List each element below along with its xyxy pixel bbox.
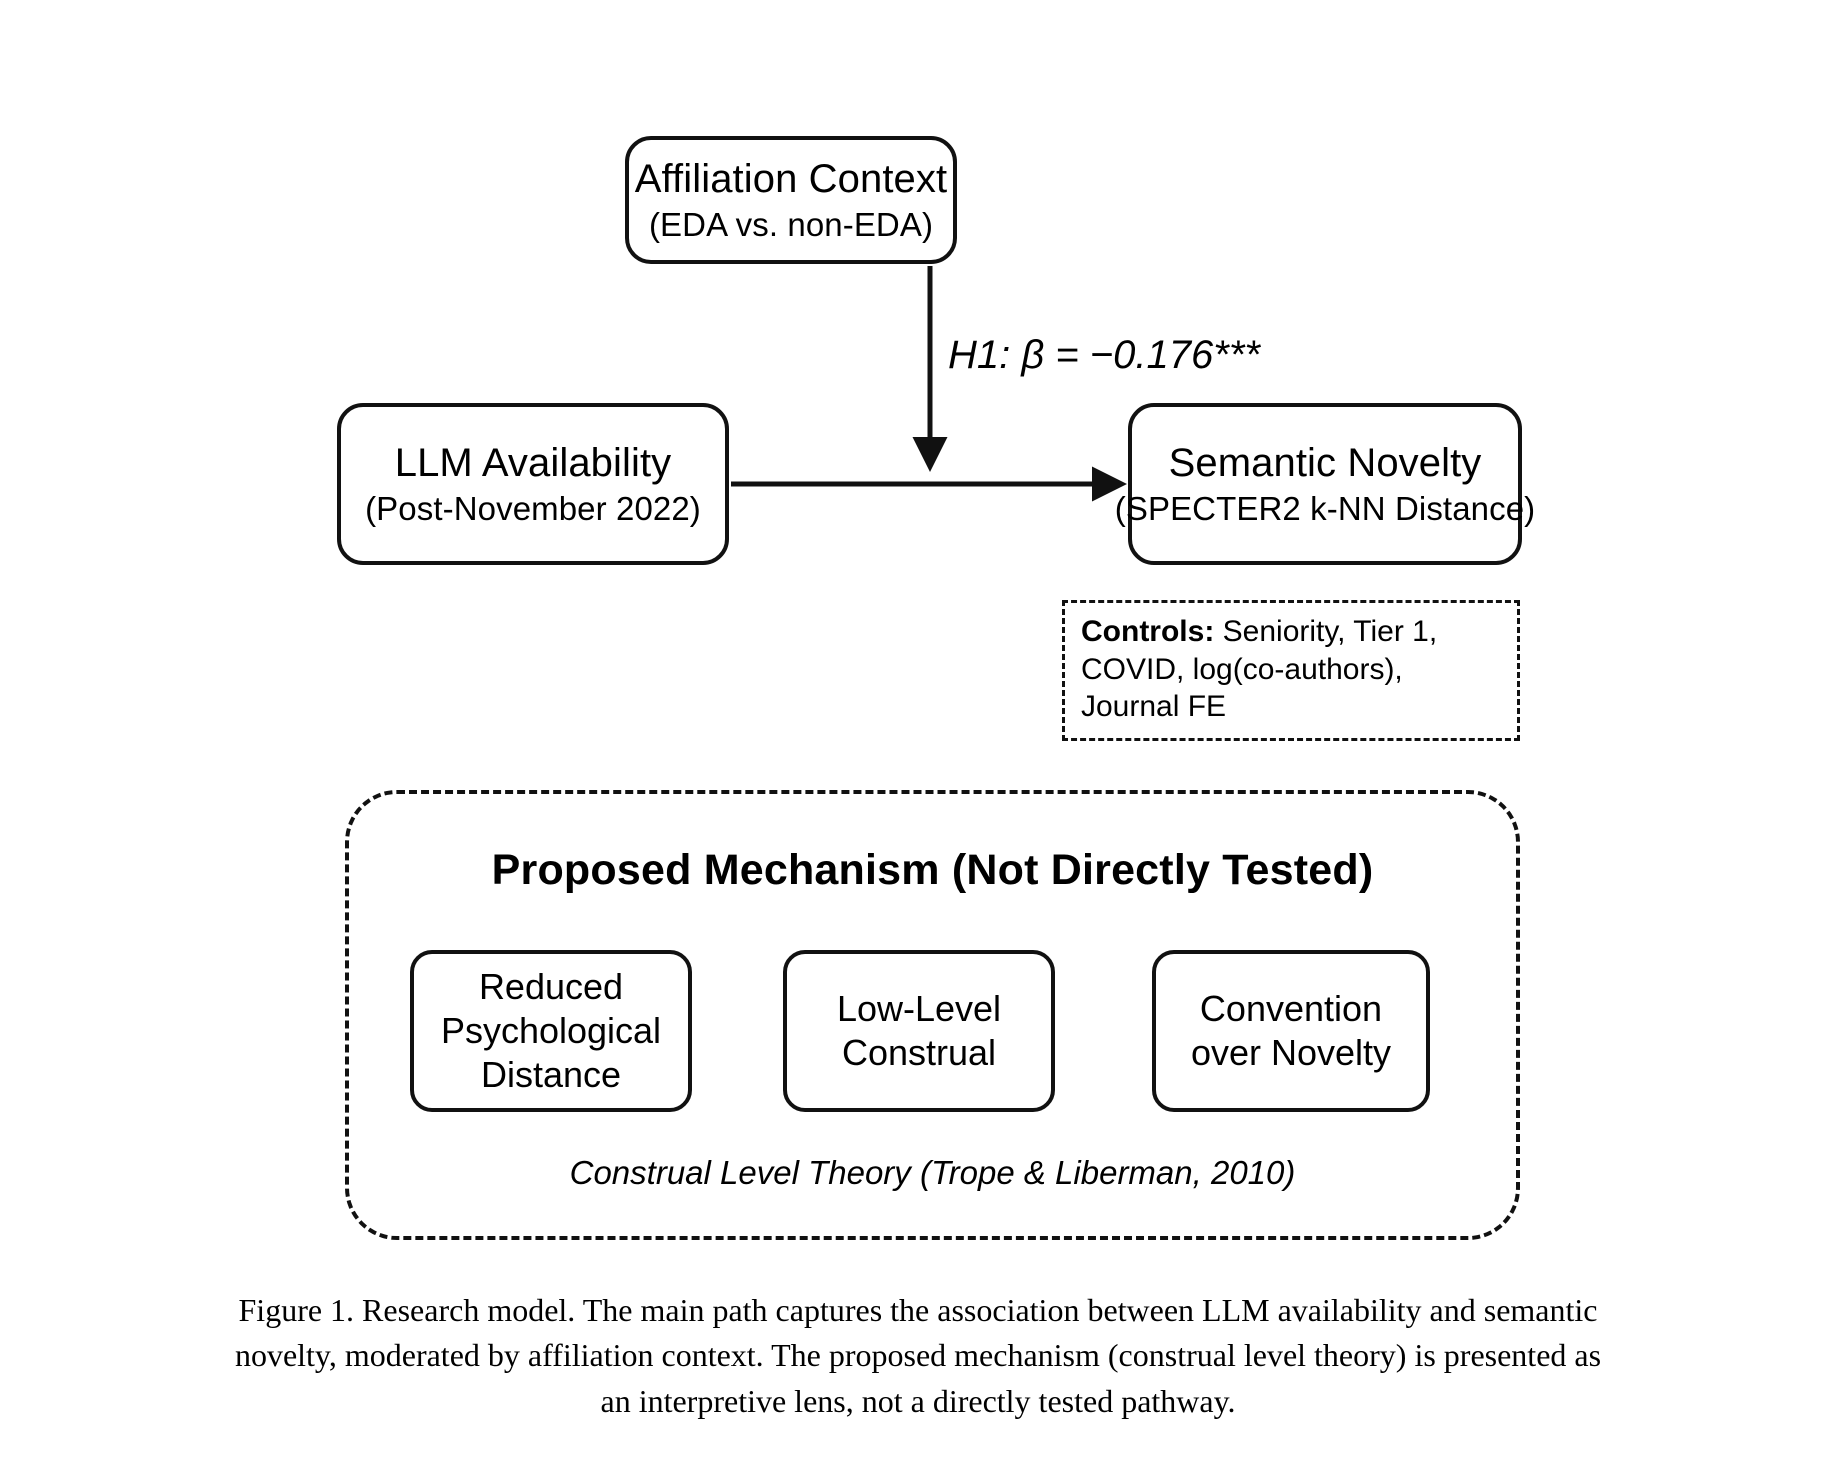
step-1-line-2: Psychological xyxy=(440,1010,662,1052)
step-3-line-1: Convention xyxy=(1199,988,1383,1030)
controls-note-line-1: Controls: Seniority, Tier 1, xyxy=(1081,613,1503,651)
controls-label: Controls: xyxy=(1081,615,1215,648)
mechanism-step-reduced-psychological-distance[interactable]: Reduced Psychological Distance xyxy=(410,950,692,1112)
mechanism-step-low-level-construal[interactable]: Low-Level Construal xyxy=(783,950,1055,1112)
mechanism-title: Proposed Mechanism (Not Directly Tested) xyxy=(491,846,1374,894)
figure-caption: Figure 1. Research model. The main path … xyxy=(234,1292,1602,1419)
controls-note: Controls: Seniority, Tier 1, COVID, log(… xyxy=(1062,600,1520,741)
mechanism-footnote: Construal Level Theory (Trope & Liberman… xyxy=(569,1154,1296,1191)
node-affiliation-subtitle: (EDA vs. non-EDA) xyxy=(648,206,934,244)
node-llm-availability-title: LLM Availability xyxy=(394,440,672,485)
hypothesis-h1-label: H1: β = −0.176*** xyxy=(948,333,1260,377)
node-llm-availability-subtitle: (Post-November 2022) xyxy=(365,490,701,528)
node-affiliation-context[interactable]: Affiliation Context (EDA vs. non-EDA) xyxy=(625,136,957,264)
step-1-line-3: Distance xyxy=(480,1053,622,1095)
step-3-line-2: over Novelty xyxy=(1190,1032,1392,1073)
mechanism-step-convention-over-novelty[interactable]: Convention over Novelty xyxy=(1152,950,1430,1112)
step-1-line-1: Reduced xyxy=(478,966,624,1008)
node-affiliation-title: Affiliation Context xyxy=(634,156,948,201)
node-semantic-novelty-title: Semantic Novelty xyxy=(1168,440,1482,485)
step-2-line-2: Construal xyxy=(841,1032,997,1073)
node-semantic-novelty[interactable]: Semantic Novelty (SPECTER2 k-NN Distance… xyxy=(1115,403,1535,565)
node-llm-availability[interactable]: LLM Availability (Post-November 2022) xyxy=(337,403,729,565)
controls-note-line-2: COVID, log(co-authors), Journal FE xyxy=(1081,652,1403,724)
controls-line1-text: Seniority, Tier 1, xyxy=(1214,615,1438,648)
step-2-line-1: Low-Level xyxy=(836,988,1002,1030)
node-semantic-novelty-subtitle: (SPECTER2 k-NN Distance) xyxy=(1114,490,1536,528)
